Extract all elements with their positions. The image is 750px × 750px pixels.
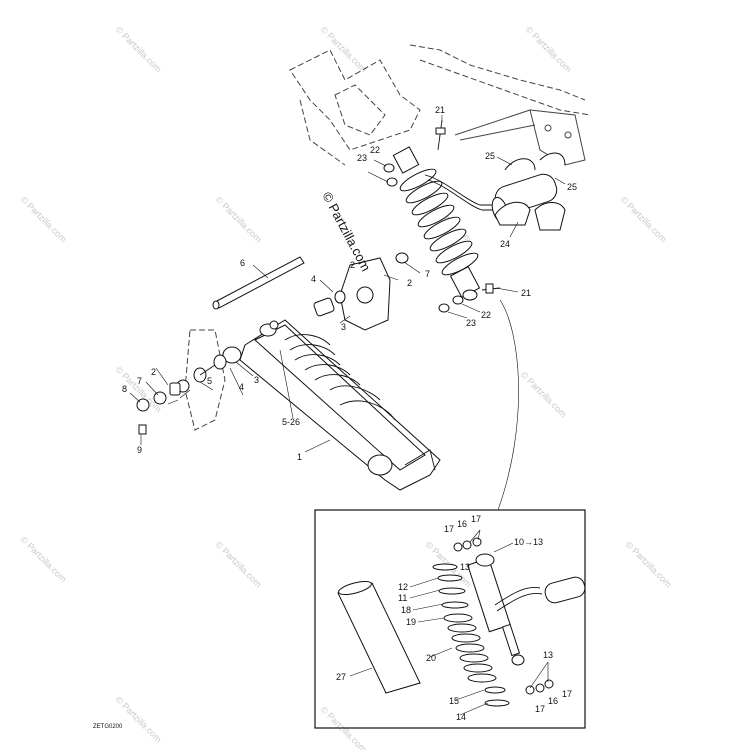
callout-label: 25: [567, 182, 577, 192]
callout-label: 16: [457, 519, 467, 529]
upper-hardware: [383, 119, 501, 313]
callout-label: 7: [425, 269, 430, 279]
swing-arm: [239, 319, 441, 491]
callout-label: 20: [426, 653, 436, 663]
callout-label: 2: [350, 260, 355, 270]
callout-label: 10→13: [514, 537, 543, 547]
callout-label: 14: [456, 712, 466, 722]
shock-spring: [399, 168, 479, 276]
callout-labels: 21 22 23 25 25 24 6 4 2 7 2 21 3 22 23 8…: [122, 105, 577, 722]
callout-label: 23: [466, 318, 476, 328]
detail-damper: [467, 553, 586, 666]
watermark: © Partzilla.com: [214, 539, 264, 589]
callout-label: 25: [485, 151, 495, 161]
callout-label: 7: [137, 376, 142, 386]
watermark: © Partzilla.com: [519, 369, 569, 419]
callout-label: 22: [481, 310, 491, 320]
callout-label: 3: [254, 375, 259, 385]
callout-label: 24: [500, 239, 510, 249]
callout-label: 4: [311, 274, 316, 284]
diagram-code: ZETG0200: [93, 724, 123, 730]
callout-label: 2: [407, 278, 412, 288]
callout-label: 1: [297, 452, 302, 462]
watermark: © Partzilla.com: [114, 694, 164, 744]
callout-label: 5: [207, 376, 212, 386]
callout-label: 9: [137, 445, 142, 455]
detail-box: [314, 509, 586, 729]
callout-label: 13: [460, 562, 470, 572]
leader-lines: [129, 115, 566, 511]
callout-label: 23: [357, 153, 367, 163]
detail-inset: [314, 509, 586, 729]
upper-shock-absorber: [392, 146, 495, 301]
callout-label: 6: [240, 258, 245, 268]
callout-label: 17: [471, 514, 481, 524]
callout-label: 17: [444, 524, 454, 534]
shock-reservoir: [491, 152, 566, 231]
callout-label: 17: [535, 704, 545, 714]
watermark: © Partzilla.com: [524, 24, 574, 74]
callout-label: 21: [435, 105, 445, 115]
watermark: © Partzilla.com: [19, 534, 69, 584]
watermark: © Partzilla.com: [114, 24, 164, 74]
callout-label: 8: [122, 384, 127, 394]
callout-label: 18: [401, 605, 411, 615]
callout-label: 19: [406, 617, 416, 627]
callout-label: 13: [543, 650, 553, 660]
callout-label: 11: [398, 593, 407, 603]
callout-label: 2: [151, 367, 156, 377]
detail-spring: [432, 563, 510, 707]
callout-label: 16: [548, 696, 558, 706]
callout-label: 27: [336, 672, 346, 682]
watermark: © Partzilla.com: [214, 194, 264, 244]
detail-rings: [453, 537, 554, 695]
callout-label: 5-26: [282, 417, 300, 427]
protective-sleeve: [337, 582, 421, 694]
callout-label: 3: [341, 322, 346, 332]
watermark: © Partzilla.com: [319, 704, 369, 750]
callout-label: 17: [562, 689, 572, 699]
watermark: © Partzilla.com: [319, 24, 369, 74]
watermark: © Partzilla.com: [624, 539, 674, 589]
callout-label: 4: [239, 382, 244, 392]
copyright-label: © Partzilla.com: [319, 189, 373, 273]
pivot-bracket: [313, 257, 391, 331]
callout-label: 15: [449, 696, 459, 706]
watermark: © Partzilla.com: [19, 194, 69, 244]
callout-label: 22: [370, 145, 380, 155]
callout-label: 21: [521, 288, 531, 298]
watermark: © Partzilla.com: [619, 194, 669, 244]
pivot-shaft: [212, 256, 305, 310]
callout-label: 12: [398, 582, 408, 592]
left-hardware: [136, 346, 242, 435]
